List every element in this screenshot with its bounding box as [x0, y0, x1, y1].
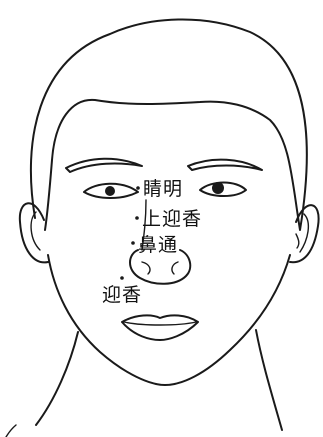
- label-yingxiang: 迎香: [102, 284, 143, 306]
- left-eye: [83, 182, 139, 199]
- shoulder-left: [5, 424, 17, 437]
- right-eye: [199, 181, 247, 197]
- mouth-line: [123, 321, 197, 326]
- right-eyebrow: [187, 158, 263, 171]
- nostril-right: [171, 261, 179, 275]
- hair-outline: [29, 18, 308, 231]
- neck-left: [35, 331, 79, 426]
- nose-bridge: [141, 199, 147, 251]
- left-eyebrow: [65, 157, 143, 173]
- label-jingming: 睛明: [143, 178, 184, 200]
- right-pupil: [212, 182, 224, 194]
- face-outline: [47, 254, 291, 386]
- nose-base: [129, 249, 192, 285]
- point-jingming-dot: [136, 186, 140, 190]
- left-ear: [18, 202, 49, 264]
- neck-right: [255, 329, 283, 431]
- nostril-left: [141, 261, 151, 275]
- left-ear-inner: [30, 211, 41, 251]
- mouth: [121, 314, 199, 341]
- label-shangyingxiang: 上迎香: [142, 208, 203, 230]
- point-shangyingxiang-dot: [135, 216, 139, 220]
- right-ear-lobe: [295, 233, 300, 249]
- label-bitong: 鼻通: [138, 234, 179, 256]
- left-pupil: [105, 186, 115, 196]
- right-ear-inner: [299, 213, 310, 253]
- right-ear: [289, 204, 320, 264]
- point-bitong-dot: [131, 241, 135, 245]
- point-yingxiang-dot: [120, 276, 124, 280]
